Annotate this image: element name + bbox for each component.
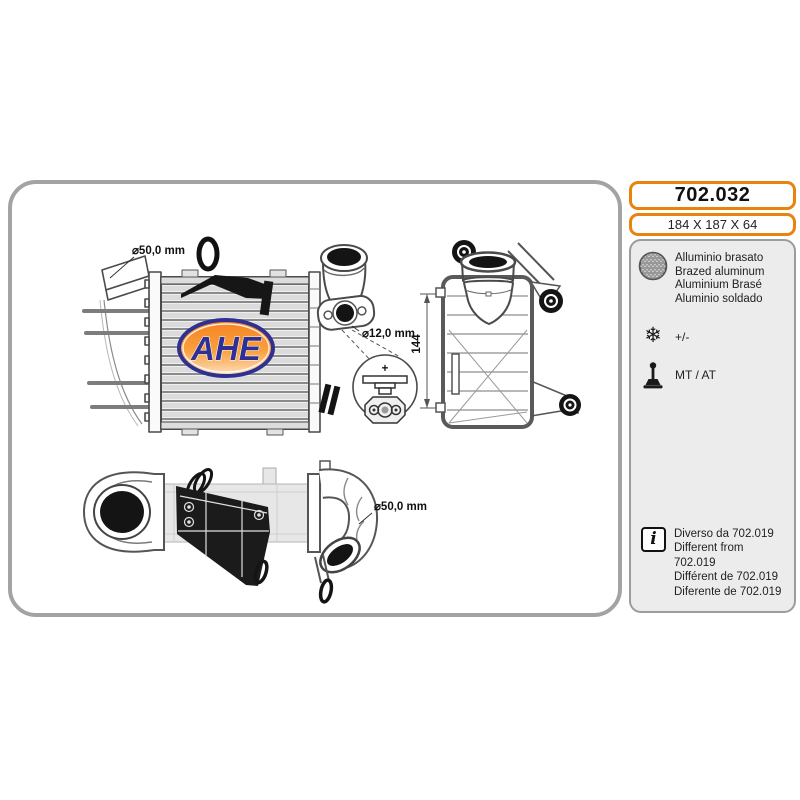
front-dia-label: ⌀50,0 mm	[132, 245, 185, 257]
material-lines: Alluminio brasato Brazed aluminum Alumin…	[675, 251, 764, 306]
info-icon: i	[641, 526, 666, 552]
core-bottom-cap	[160, 421, 310, 430]
side-pin-bottom	[435, 402, 446, 413]
drawing-panel: ⌀50,0 mm AHE	[8, 180, 622, 617]
info-note: i Diverso da 702.019 Different from 702.…	[638, 526, 788, 600]
side-pin-top	[435, 287, 446, 298]
gearshift-icon	[638, 362, 668, 390]
side-inner-bar	[451, 353, 460, 395]
info-line: Different from 702.019	[674, 542, 744, 569]
elbow-clip-ring	[318, 578, 334, 604]
bottom-body-tab	[262, 467, 277, 485]
bracket-bottom-ring	[253, 559, 269, 585]
ahe-logo: AHE	[177, 318, 275, 378]
inlet-pipe-detail: ⌀12,0 mm +	[316, 244, 418, 424]
side-view: 144	[411, 240, 581, 429]
core-tabs	[181, 269, 287, 436]
transmission-spec: MT / AT	[638, 362, 788, 390]
bracket-eyelet	[196, 236, 220, 272]
flange-dia-label: ⌀12,0 mm	[362, 328, 415, 340]
material-line: Brazed aluminum	[675, 265, 765, 278]
bottom-dia-leader	[358, 512, 373, 525]
side-height-label: 144	[411, 334, 423, 354]
material-line: Aluminium Brasé	[675, 279, 762, 291]
bottom-left-port	[82, 471, 155, 553]
pipe-rib	[323, 267, 365, 277]
climate-spec: ❄ +/-	[638, 324, 788, 350]
front-dia-leader	[109, 256, 135, 279]
valve-flange	[364, 396, 406, 424]
valve-detail-circle: +	[352, 354, 418, 424]
bottom-view: ⌀50,0 mm	[82, 460, 427, 604]
side-diagonals	[448, 329, 528, 424]
bracket-details	[178, 490, 269, 577]
material-line: Aluminio soldado	[675, 292, 763, 305]
bottom-dia-label: ⌀50,0 mm	[374, 501, 427, 513]
elbow-clip	[314, 554, 330, 584]
detail-leaders	[341, 329, 401, 363]
top-arm	[507, 242, 555, 289]
sidebar: 702.032 184 X 187 X 64 Allu	[629, 181, 796, 613]
transmission-value: MT / AT	[675, 368, 716, 382]
technical-drawing: ⌀50,0 mm AHE	[82, 236, 581, 604]
bottom-right-bracket	[307, 473, 321, 553]
climate-value: +/-	[675, 330, 690, 344]
mounting-grommet-2	[539, 289, 563, 313]
top-mounting-bracket	[181, 275, 270, 299]
material-line: Alluminio brasato	[675, 252, 764, 264]
bottom-elbow-hose	[318, 468, 378, 574]
flange-dia-leader	[351, 325, 360, 332]
dimensions-box: 184 X 187 X 64	[629, 213, 796, 236]
pipe-opening	[327, 248, 361, 266]
part-dimensions: 184 X 187 X 64	[667, 217, 758, 232]
info-lines: Diverso da 702.019 Different from 702.01…	[674, 527, 788, 600]
valve-bracket	[362, 375, 408, 395]
front-right-tank	[308, 271, 321, 433]
mounting-grommet-3	[559, 394, 581, 416]
pipe-flange	[316, 295, 376, 331]
side-inlet-port	[459, 251, 517, 326]
front-left-hose	[99, 255, 152, 427]
part-number-box: 702.032	[629, 181, 796, 210]
front-side-pins	[82, 309, 153, 409]
bracket-clip	[259, 280, 274, 316]
info-line: Diferente de 702.019	[674, 585, 782, 598]
brazed-aluminum-icon	[638, 251, 668, 281]
front-view: ⌀50,0 mm AHE	[82, 236, 321, 436]
valve-plus-label: +	[382, 363, 389, 375]
info-icon-glyph: i	[650, 529, 657, 549]
material-spec: Alluminio brasato Brazed aluminum Alumin…	[638, 251, 788, 306]
bottom-mounting-bracket	[176, 486, 270, 586]
part-number: 702.032	[674, 184, 751, 206]
sensor-clip	[318, 383, 341, 416]
snowflake-icon: ❄	[644, 324, 662, 347]
ahe-logo-text: AHE	[190, 330, 262, 367]
info-line: Différent de 702.019	[674, 571, 779, 583]
spec-panel: Alluminio brasato Brazed aluminum Alumin…	[629, 239, 796, 613]
info-line: Diverso da 702.019	[674, 527, 774, 540]
